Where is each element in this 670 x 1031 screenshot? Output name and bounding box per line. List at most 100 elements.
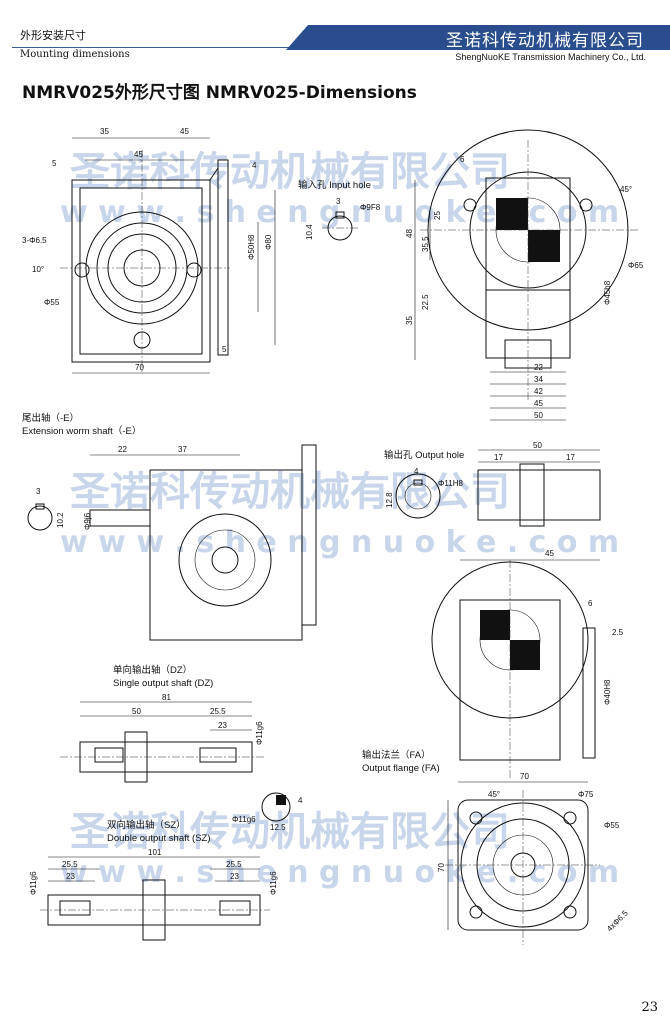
- dim-side-7: 22.5: [421, 294, 430, 310]
- dim-side-2: 45°: [620, 185, 632, 194]
- watermark-cn-3: 圣诺科传动机械有限公司: [70, 809, 510, 855]
- watermark-cn-2: 圣诺科传动机械有限公司: [70, 469, 510, 515]
- page-title: NMRV025外形尺寸图 NMRV025-Dimensions: [22, 83, 417, 103]
- dim-front-2: 45: [180, 127, 189, 136]
- section-title-cn: 外形安装尺寸: [20, 29, 86, 42]
- dim-side-9: Φ45h8: [603, 280, 612, 305]
- dim-double-4: 25.5: [226, 860, 242, 869]
- double-output-shaft: [40, 856, 270, 941]
- dim-fa-side-1: 45: [545, 549, 554, 558]
- dim-out-3: 12.8: [385, 492, 394, 508]
- company-name-cn: 圣诺科传动机械有限公司: [446, 31, 644, 51]
- output-hole-label: 输出孔 Output hole: [384, 450, 465, 461]
- input-hole-detail: [322, 211, 358, 241]
- dim-tail-2: 37: [178, 445, 187, 454]
- company-name-en: ShengNuoKE Transmission Machinery Co., L…: [455, 52, 646, 62]
- header-left: 外形安装尺寸 Mounting dimensions: [12, 0, 312, 60]
- dim-fa-side-2: 6: [588, 599, 593, 608]
- header-band: 圣诺科传动机械有限公司: [286, 25, 670, 50]
- dim-key-3: 12.5: [270, 823, 286, 832]
- tail-shaft-label-en: Extension worm shaft（-E）: [22, 426, 142, 437]
- flange-label-en: Output flange (FA): [362, 763, 440, 774]
- dim-single-1: 81: [162, 693, 171, 702]
- dim-flange-6: 4xΦ6.5: [605, 908, 630, 933]
- dim-front-6: 3-Φ6.5: [22, 236, 47, 245]
- input-hole-label: 输入孔 Input hole: [298, 180, 371, 191]
- single-shaft-label-en: Single output shaft (DZ): [113, 678, 214, 689]
- dim-front-3: 45: [134, 150, 143, 159]
- flange-side-view: [431, 559, 600, 780]
- key-section: [261, 792, 291, 822]
- dim-input-3: 10.4: [305, 224, 314, 240]
- dim-front-9: Φ50H8: [247, 234, 256, 260]
- watermark-cn-1: 圣诺科传动机械有限公司: [70, 149, 510, 195]
- dim-double-7: Φ11g6: [269, 871, 278, 895]
- dim-out-6: 17: [566, 453, 575, 462]
- dim-side-3: 48: [405, 229, 414, 238]
- dim-out-2: Φ11H8: [438, 479, 463, 488]
- dim-double-3: 23: [66, 872, 75, 881]
- header-rule: [12, 47, 300, 48]
- dim-side-14: 50: [534, 411, 543, 420]
- dim-flange-1: 70: [520, 772, 529, 781]
- dim-tail-5: Φ9j6: [83, 512, 92, 530]
- dim-side-11: 34: [534, 375, 543, 384]
- dim-front-5: 5: [52, 159, 57, 168]
- dim-tail-1: 22: [118, 445, 127, 454]
- dim-flange-5: 70: [437, 863, 446, 872]
- dim-front-8: Φ55: [44, 298, 60, 307]
- tail-shaft-label-cn: 尾出轴（-E）: [22, 413, 80, 424]
- watermark-en-3: w w w . s h e n g n u o k e . c o m: [60, 855, 619, 890]
- dim-side-4: 35.5: [421, 236, 430, 252]
- side-view: [414, 129, 640, 421]
- dim-side-12: 42: [534, 387, 543, 396]
- dim-single-5: Φ11g6: [255, 721, 264, 745]
- dim-double-1: 101: [148, 848, 162, 857]
- dim-side-6: Φ65: [628, 261, 644, 270]
- single-output-shaft: [60, 701, 265, 783]
- double-shaft-label-cn: 双向输出轴（SZ）: [107, 820, 186, 831]
- flange-label-cn: 输出法兰（FA）: [362, 750, 431, 761]
- extension-shaft-view: [27, 444, 317, 641]
- dim-single-2: 50: [132, 707, 141, 716]
- dim-side-13: 45: [534, 399, 543, 408]
- dim-front-12: 70: [135, 363, 144, 372]
- dim-input-2: Φ9F8: [360, 203, 381, 212]
- dim-out-5: 17: [494, 453, 503, 462]
- output-hole-detail: [395, 449, 601, 527]
- output-flange-view: [445, 781, 600, 945]
- single-shaft-label-cn: 单向输出轴（DZ）: [113, 665, 193, 676]
- dim-out-4: 50: [533, 441, 542, 450]
- dim-flange-3: Φ75: [578, 790, 594, 799]
- dim-input-1: 3: [336, 197, 341, 206]
- dim-single-3: 25.5: [210, 707, 226, 716]
- dim-key-2: Φ11g6: [232, 815, 256, 824]
- dim-double-5: 23: [230, 872, 239, 881]
- dim-side-5: 25: [433, 211, 442, 220]
- watermark-en-2: w w w . s h e n g n u o k e . c o m: [60, 525, 619, 560]
- dim-front-1: 35: [100, 127, 109, 136]
- dim-flange-4: Φ55: [604, 821, 620, 830]
- dim-tail-4: 10.2: [56, 512, 65, 528]
- dim-front-10: Φ80: [264, 234, 273, 250]
- section-title-en: Mounting dimensions: [20, 49, 130, 60]
- dim-side-1: 6: [460, 155, 465, 164]
- dim-front-4: 4: [252, 161, 257, 170]
- dim-side-8: 35: [405, 316, 414, 325]
- dim-front-11: 5: [222, 345, 227, 354]
- dim-double-2: 25.5: [62, 860, 78, 869]
- dim-out-1: 4: [414, 467, 419, 476]
- dim-front-7: 10°: [32, 265, 44, 274]
- front-view: [60, 137, 276, 374]
- dim-key-1: 4: [298, 796, 303, 805]
- dim-tail-3: 3: [36, 487, 41, 496]
- double-shaft-label-en: Double output shaft (SZ): [107, 833, 211, 844]
- dim-fa-side-4: Φ40H8: [603, 679, 612, 705]
- dim-flange-2: 45°: [488, 790, 500, 799]
- page-number: 23: [641, 1000, 658, 1015]
- dim-double-6: Φ11g6: [29, 871, 38, 895]
- dim-side-10: 22: [534, 363, 543, 372]
- dim-single-4: 23: [218, 721, 227, 730]
- dim-fa-side-3: 2.5: [612, 628, 624, 637]
